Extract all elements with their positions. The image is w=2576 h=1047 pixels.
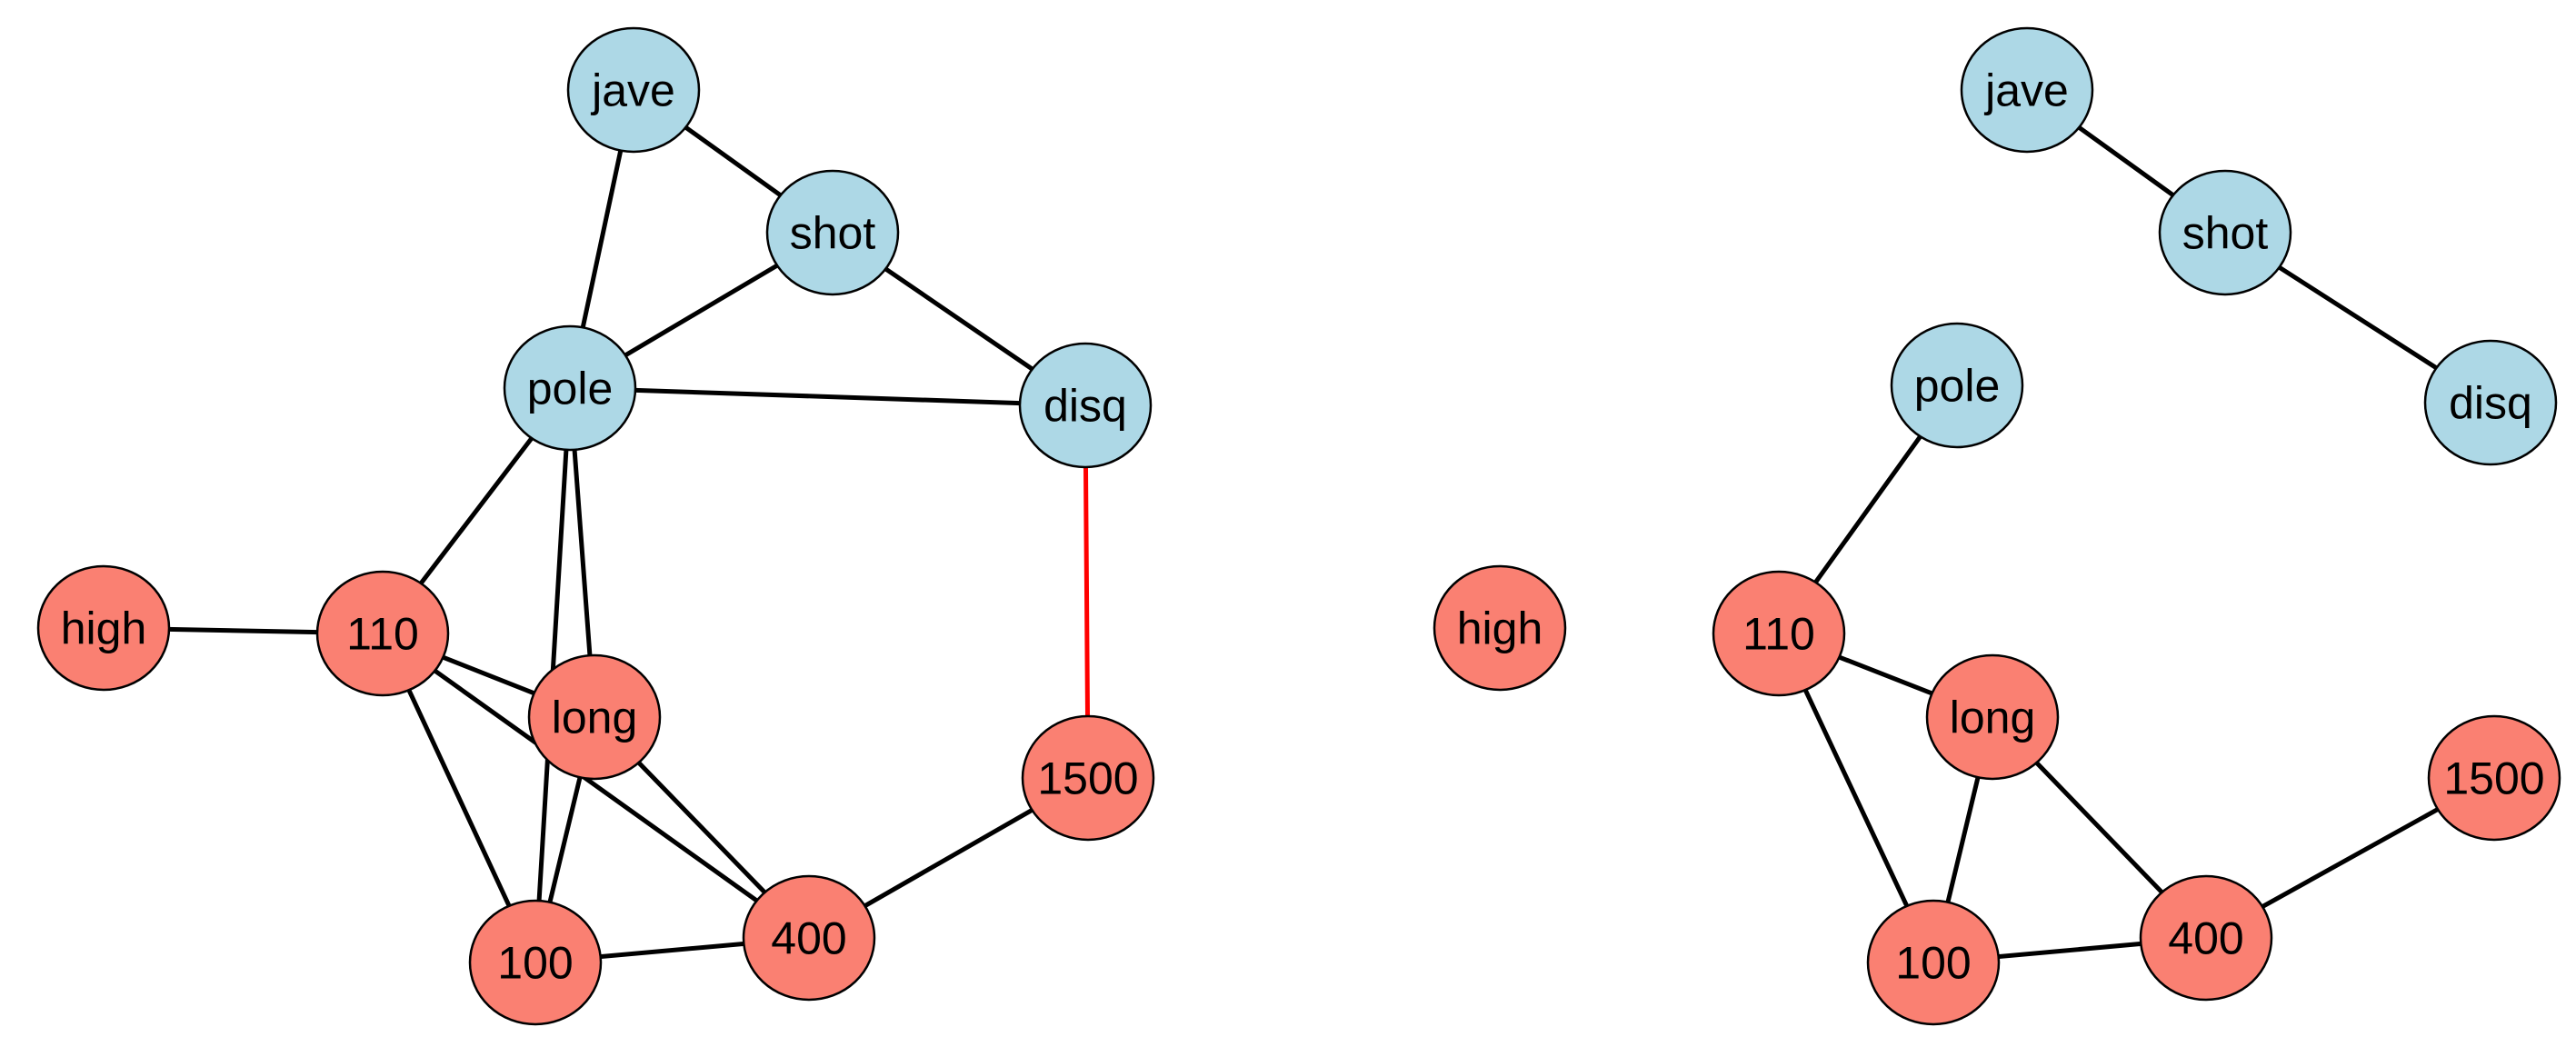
node-shot	[2158, 169, 2292, 296]
node-100	[468, 899, 603, 1026]
node-pole	[1890, 322, 2024, 449]
node-long	[527, 653, 662, 781]
node-shot	[765, 169, 900, 296]
node-pole	[503, 324, 637, 452]
node-jave	[566, 26, 701, 154]
node-disq	[1018, 342, 1153, 469]
edge-pole-disq	[567, 385, 1088, 408]
node-110	[1712, 570, 1846, 697]
node-400	[742, 874, 876, 1002]
node-long	[1925, 653, 2060, 781]
node-1500	[2427, 714, 2561, 842]
node-110	[315, 570, 450, 697]
node-high	[36, 564, 171, 692]
node-disq	[2423, 339, 2558, 466]
edge-110-400	[380, 631, 812, 941]
node-1500	[1021, 714, 1155, 842]
node-100	[1866, 899, 2001, 1026]
node-high	[1433, 564, 1567, 692]
node-400	[2139, 874, 2273, 1002]
node-jave	[1960, 26, 2094, 154]
